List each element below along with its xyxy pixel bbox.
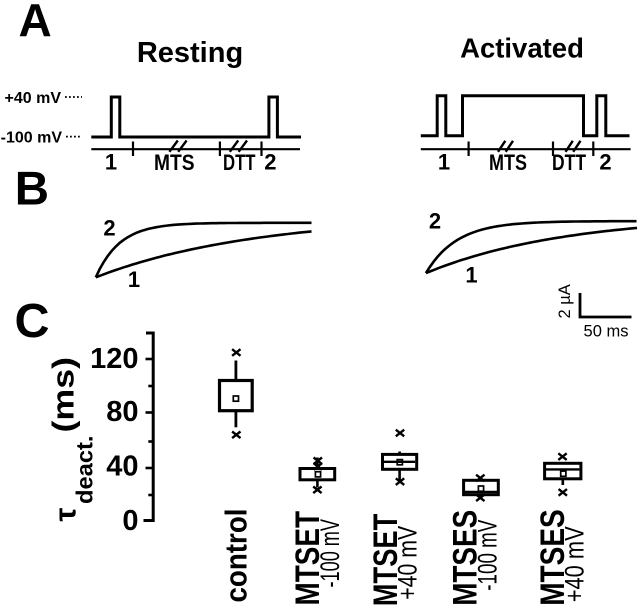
svg-text:2: 2 <box>429 209 441 234</box>
svg-text:50 ms: 50 ms <box>584 323 629 341</box>
svg-text:80: 80 <box>106 396 138 428</box>
svg-text:Resting: Resting <box>137 37 243 69</box>
svg-text:40: 40 <box>106 451 138 483</box>
svg-text:2: 2 <box>599 150 611 175</box>
svg-text:A: A <box>19 0 52 46</box>
svg-text:DTT: DTT <box>223 150 256 175</box>
svg-text:MTSES: MTSES <box>447 510 485 606</box>
svg-text:MTS: MTS <box>154 150 195 175</box>
svg-text:τ: τ <box>48 508 83 522</box>
svg-text:MTSET: MTSET <box>367 514 405 607</box>
svg-text:MTSES: MTSES <box>534 509 572 606</box>
svg-text:1: 1 <box>105 150 117 175</box>
svg-text:2 µA: 2 µA <box>556 284 574 318</box>
svg-text:2: 2 <box>103 215 115 240</box>
svg-text:1: 1 <box>465 263 477 288</box>
svg-text:C: C <box>15 294 50 348</box>
svg-text:0: 0 <box>122 505 138 537</box>
svg-text:+40 mV: +40 mV <box>560 526 590 602</box>
svg-text:control: control <box>219 509 254 603</box>
svg-text:Activated: Activated <box>460 33 584 64</box>
svg-text:DTT: DTT <box>552 150 586 175</box>
svg-text:-100 mV: -100 mV <box>315 519 345 588</box>
svg-text:MTSET: MTSET <box>289 511 327 606</box>
svg-text:1: 1 <box>438 150 450 175</box>
svg-text:B: B <box>15 162 49 215</box>
svg-text:-100 mV: -100 mV <box>1 130 63 147</box>
svg-text:+40 mV: +40 mV <box>393 526 423 600</box>
svg-text:2: 2 <box>264 150 276 175</box>
svg-text:1: 1 <box>128 267 140 292</box>
svg-text:-100 mV: -100 mV <box>473 519 503 590</box>
svg-text:120: 120 <box>90 343 138 375</box>
svg-text:+40 mV: +40 mV <box>5 90 62 107</box>
svg-text:(ms): (ms) <box>46 357 81 433</box>
svg-text:deact.: deact. <box>72 436 98 505</box>
svg-text:MTS: MTS <box>489 150 527 175</box>
